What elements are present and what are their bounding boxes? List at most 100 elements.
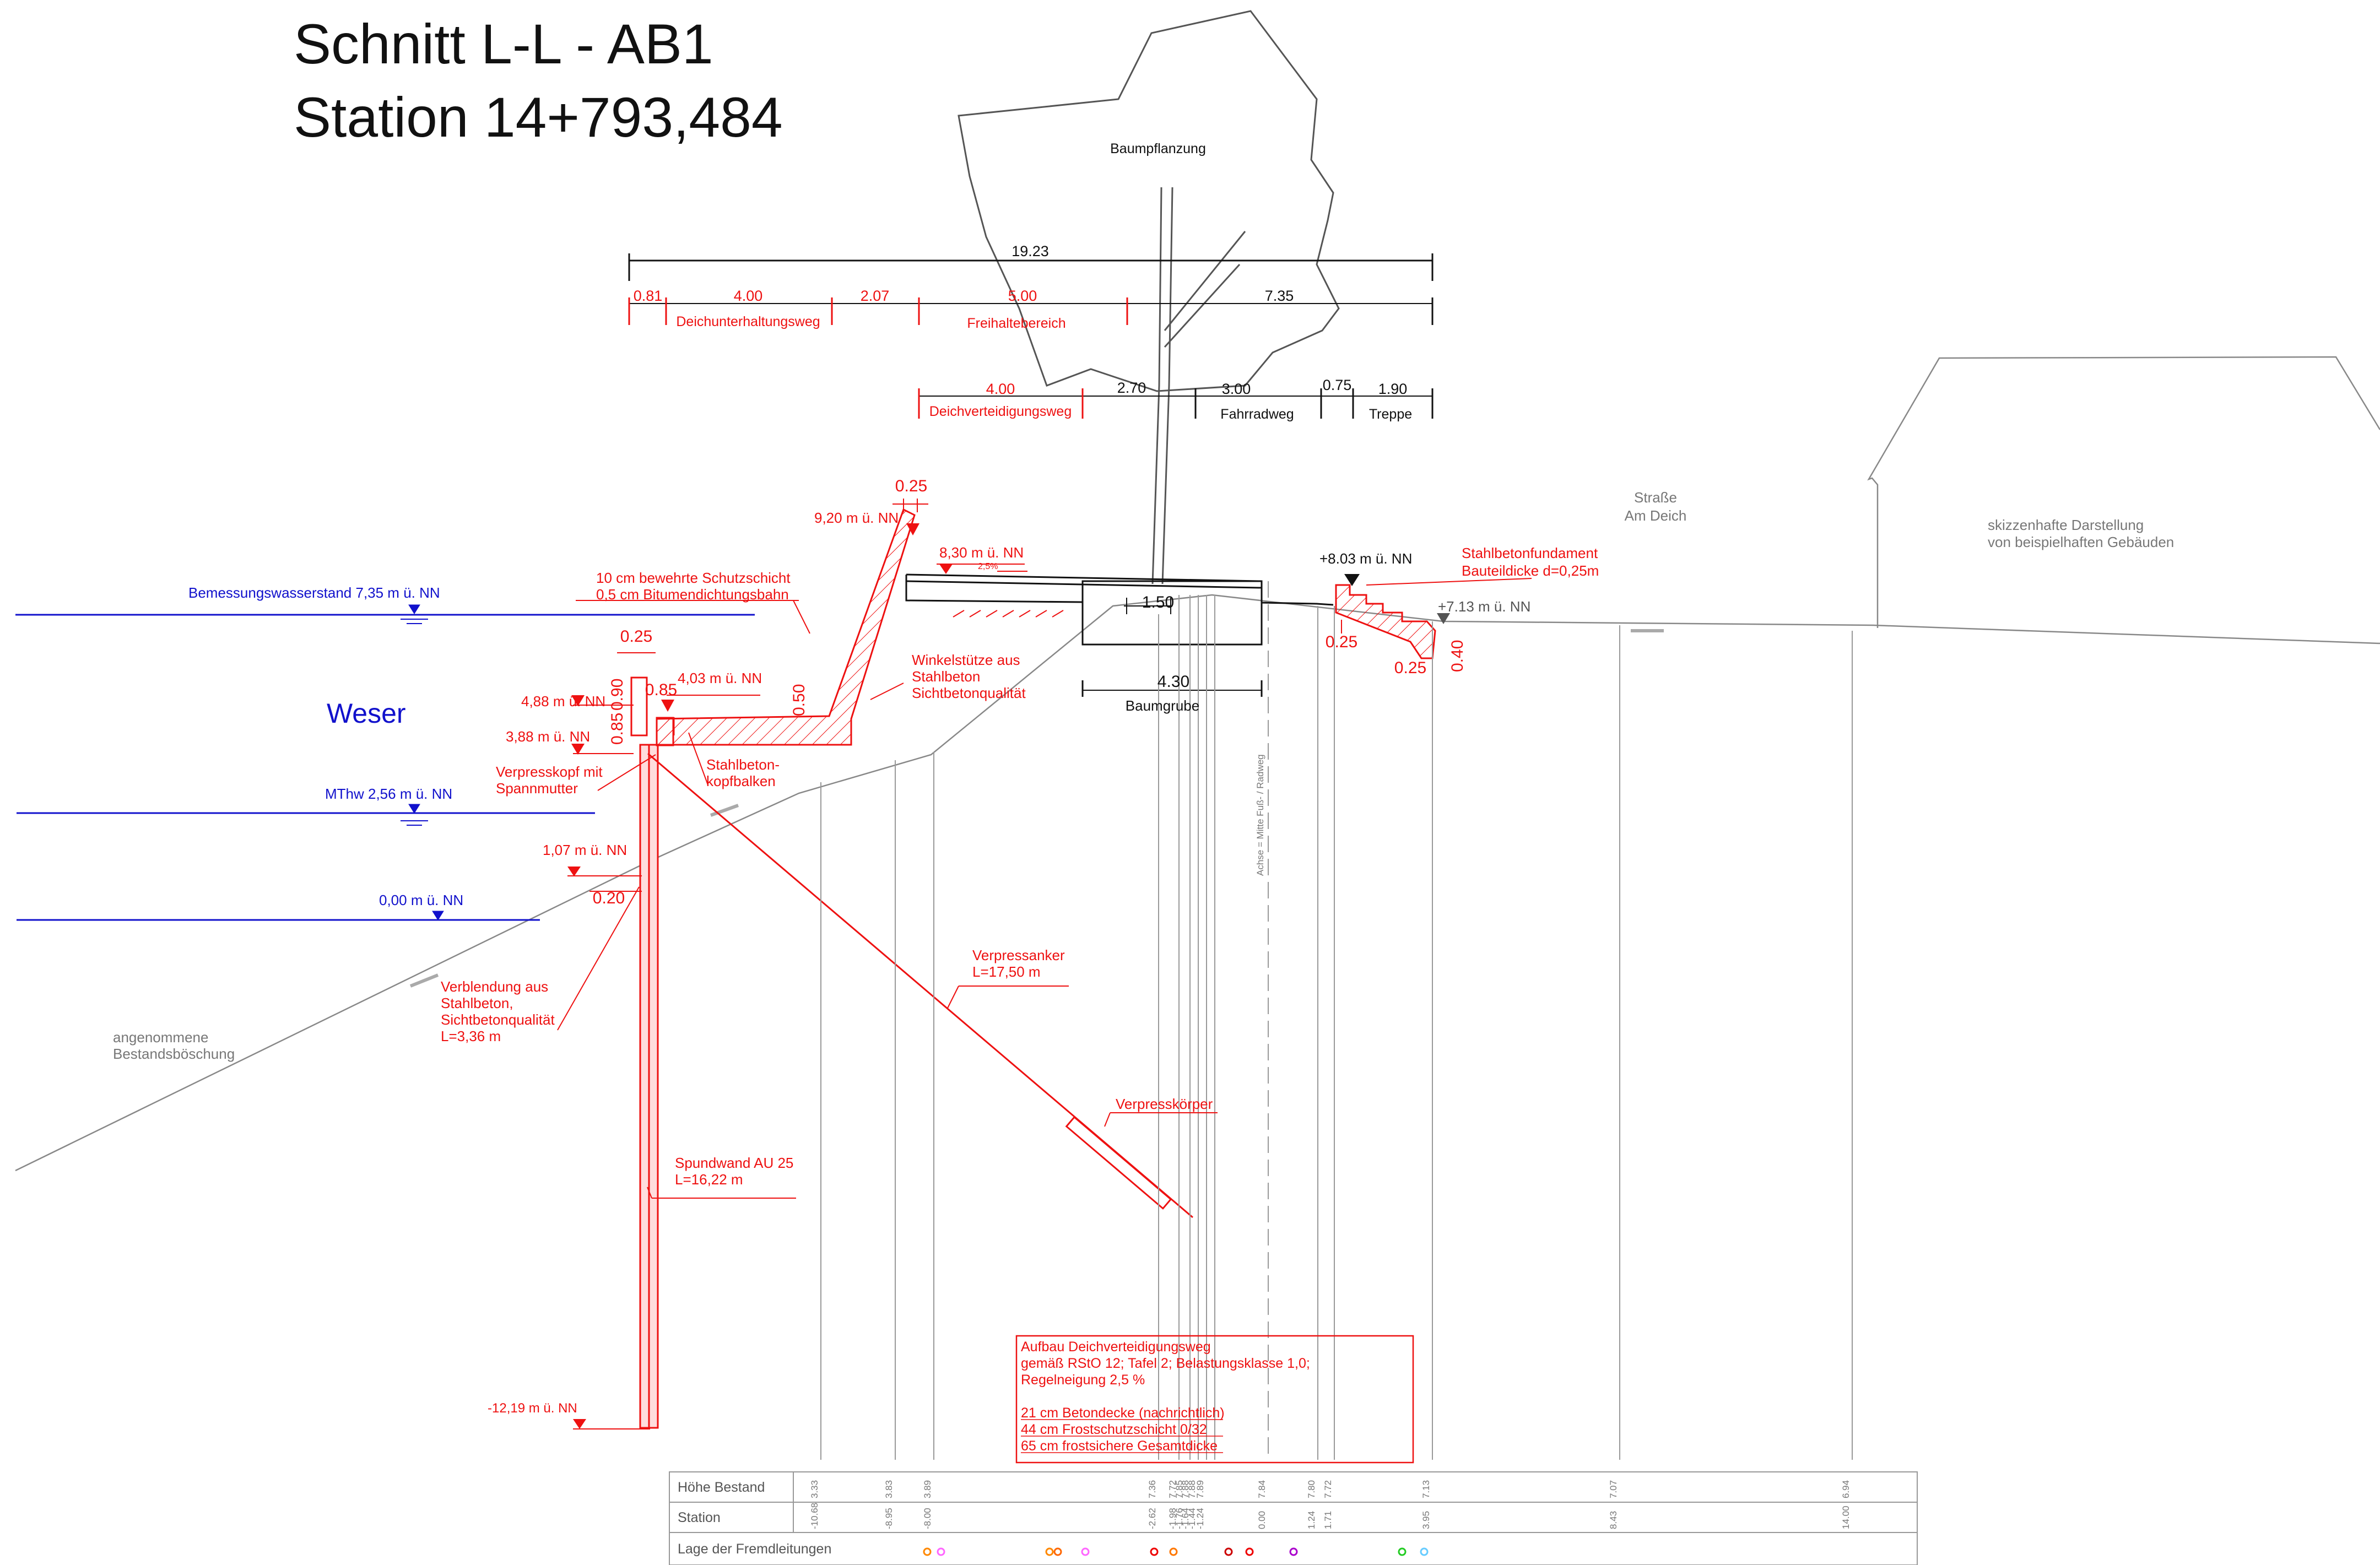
label-el388: 3,88 m ü. NN (506, 728, 590, 745)
dimension-chains: 19.23 0.81 4.00 2.07 5.00 7.35 Deichunte… (628, 243, 1434, 422)
label-stahlfund2: Bauteildicke d=0,25m (1462, 562, 1599, 579)
building-outline (1867, 356, 2380, 628)
head-beam (656, 717, 674, 746)
table-value: 3.33 (809, 1480, 820, 1498)
label-d020: 0.20 (593, 889, 625, 907)
table-value: 7.84 (1257, 1480, 1267, 1498)
dim-075: 0.75 (1323, 377, 1352, 393)
table-value: 7.72 (1167, 1480, 1178, 1498)
label-baumgrube: Baumgrube (1126, 697, 1199, 714)
label-mthw: MThw 2,56 m ü. NN (325, 786, 452, 802)
structure (630, 508, 1193, 1429)
label-deichunterhaltungsweg: Deichunterhaltungsweg (676, 314, 820, 329)
dim-total: 19.23 (1012, 243, 1049, 259)
label-el1219: -12,19 m ü. NN (488, 1401, 577, 1416)
label-boeschung1: angenommene (113, 1029, 208, 1046)
label-d025-wall: 0.25 (620, 627, 652, 646)
dim-270: 2.70 (1117, 380, 1146, 396)
table-value: 7.80 (1306, 1480, 1317, 1498)
title-line1: Schnitt L-L - AB1 (294, 13, 713, 75)
el803-marker (1344, 574, 1360, 586)
label-d050: 0.50 (790, 684, 808, 716)
label-winkel2: Stahlbeton (912, 668, 980, 685)
existing-terrain (15, 356, 2380, 1172)
table-value: 3.95 (1421, 1511, 1431, 1529)
label-d025-top: 0.25 (895, 477, 927, 495)
table-value: -10.68 (809, 1503, 820, 1529)
label-d090: 0.90 (608, 679, 626, 711)
table-value: -8.00 (922, 1508, 933, 1529)
label-verbl3: Sichtbetonqualität (441, 1011, 555, 1028)
elevation-marks (567, 523, 953, 1429)
tree-trunk (1151, 187, 1246, 584)
label-d430: 4.30 (1157, 673, 1189, 691)
utility-marker (1150, 1547, 1159, 1556)
table-value: -1.44 (1187, 1508, 1197, 1529)
table-value: 7.85 (1174, 1480, 1184, 1498)
label-el713: +7.13 m ü. NN (1438, 598, 1530, 615)
dim-300: 3.00 (1222, 381, 1251, 397)
label-verbl4: L=3,36 m (441, 1028, 501, 1044)
table-value: 7.89 (1195, 1480, 1205, 1498)
label-verpresskopf1: Verpresskopf mit (496, 763, 603, 780)
label-d150: 1.50 (1142, 593, 1174, 611)
label-el920: 9,20 m ü. NN (814, 510, 899, 526)
aufbau-line: 65 cm frostsichere Gesamtdicke (1021, 1438, 1218, 1454)
label-winkel1: Winkelstütze aus (912, 652, 1020, 668)
table-value: -1.64 (1180, 1508, 1191, 1529)
tree-pit (1081, 580, 1263, 646)
grout-body (1065, 1115, 1172, 1210)
utility-marker (1081, 1547, 1090, 1556)
utility-marker (1398, 1547, 1407, 1556)
utility-marker (1289, 1547, 1298, 1556)
label-skizze1: skizzenhafte Darstellung (1988, 517, 2144, 533)
aufbau-line: gemäß RStO 12; Tafel 2; Belastungsklasse… (1021, 1356, 1310, 1371)
data-table (669, 1471, 1918, 1565)
tree-label: Baumpflanzung (1110, 141, 1206, 156)
table-row-station: Station (678, 1510, 721, 1525)
label-d085b: 0.85 (645, 681, 677, 699)
dim-500: 5.00 (1008, 288, 1037, 304)
aufbau-line: Aufbau Deichverteidigungsweg (1021, 1339, 1211, 1355)
table-value: 1.71 (1323, 1511, 1333, 1529)
table-value: 14.00 (1841, 1506, 1851, 1529)
label-el830: 8,30 m ü. NN (939, 544, 1024, 561)
label-strasse2: Am Deich (1625, 507, 1687, 524)
table-value: 3.89 (922, 1480, 933, 1498)
existing-slope (15, 594, 2380, 1172)
stair-foundation (1335, 584, 1436, 659)
label-koerper: Verpresskörper (1116, 1096, 1213, 1112)
water-levels (15, 604, 755, 921)
label-spund2: L=16,22 m (675, 1171, 743, 1188)
aufbau-line: Regelneigung 2,5 % (1021, 1372, 1145, 1388)
angle-wall (656, 508, 916, 746)
aufbau-line: 44 cm Frostschutzschicht 0/32 (1021, 1422, 1207, 1437)
label-d025-f2: 0.25 (1394, 659, 1426, 677)
leader-lines (567, 564, 1532, 1429)
label-kopf2: kopfbalken (706, 773, 776, 789)
table-value: 7.36 (1147, 1480, 1157, 1498)
utility-marker (1245, 1547, 1254, 1556)
label-el803: +8.03 m ü. NN (1319, 550, 1412, 567)
label-el403: 4,03 m ü. NN (678, 670, 762, 686)
label-achse: Achse = Mitte Fuß- / Radweg (1255, 754, 1265, 876)
utility-marker (1420, 1547, 1429, 1556)
tree-crown (958, 10, 1340, 392)
label-boeschung2: Bestandsböschung (113, 1046, 235, 1062)
label-nn0: 0,00 m ü. NN (379, 892, 463, 908)
table-value: 7.72 (1323, 1480, 1333, 1498)
table-value: -8.95 (884, 1508, 894, 1529)
dim-735: 7.35 (1265, 288, 1294, 304)
aufbau-box (1015, 1335, 1414, 1464)
label-winkel3: Sichtbetonqualität (912, 685, 1026, 701)
aufbau-line: 21 cm Betondecke (nachrichtlich) (1021, 1405, 1225, 1421)
utility-markers (923, 1547, 1429, 1556)
table-row-leitungen: Lage der Fremdleitungen (678, 1541, 831, 1557)
label-d025-f1: 0.25 (1326, 633, 1357, 651)
label-el488: 4,88 m ü. NN (521, 693, 605, 710)
utility-marker (937, 1547, 945, 1556)
dim-081: 0.81 (634, 288, 663, 304)
label-freihaltebereich: Freihaltebereich (967, 316, 1065, 331)
road-structure (905, 573, 1334, 697)
